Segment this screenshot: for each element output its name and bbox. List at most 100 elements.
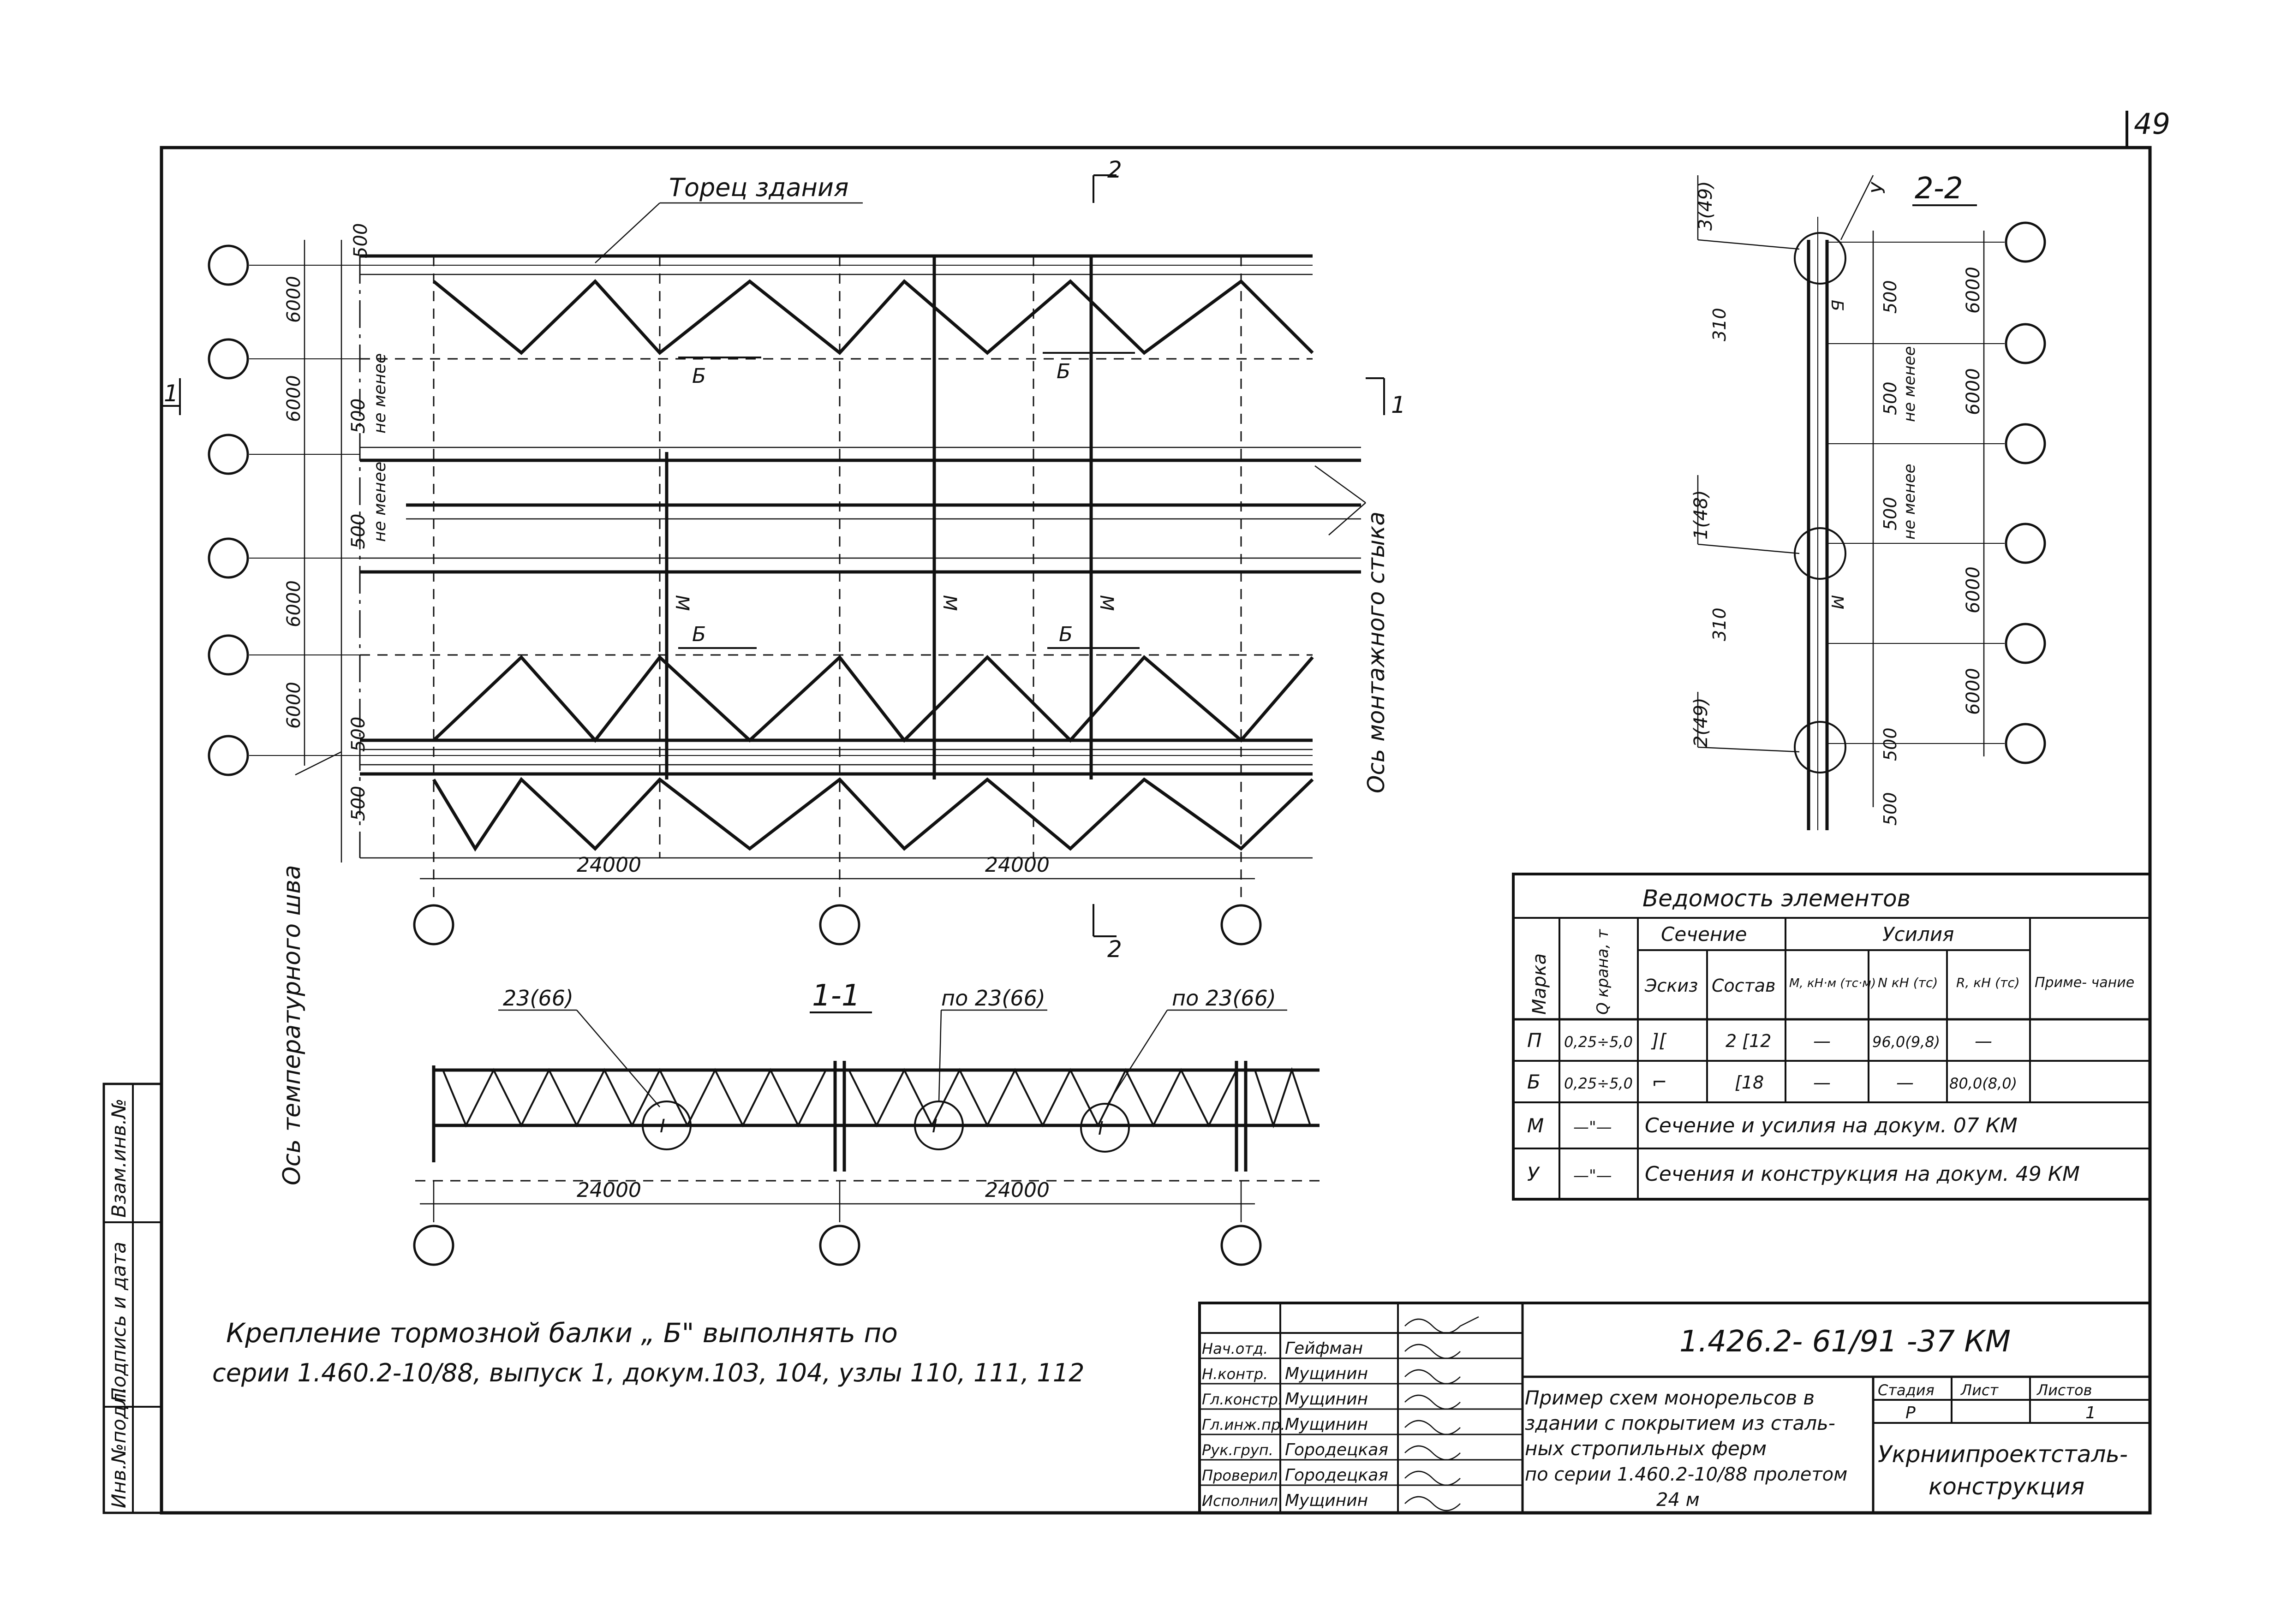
not-less-1: не менее: [370, 353, 389, 434]
beam-mark-3: Б: [692, 623, 706, 646]
section-2-top: 2: [1107, 156, 1122, 183]
s22-dim-6000-4: 6000: [1963, 668, 1984, 715]
callout-label-3: по 23(66): [1172, 986, 1276, 1011]
s22-dim-6000-2: 6000: [1963, 368, 1984, 415]
dim-6000-4: 6000: [283, 682, 305, 729]
brake-beam-marks: Б Б Б Б: [678, 352, 1140, 649]
hdr-mark: Марка: [1529, 953, 1550, 1015]
plan-bottom-dimension: 24000 24000: [420, 853, 1255, 880]
stamp-role-7: Исполнил: [1202, 1492, 1278, 1510]
row2-q: 0,25÷5,0: [1564, 1075, 1633, 1092]
s22-not-less-2: не менее: [1900, 464, 1919, 540]
row1-comp: 2 [12: [1726, 1031, 1771, 1051]
title-line-4: по серии 1.460.2-10/88 пролетом: [1525, 1464, 1847, 1485]
schedule-title: Ведомость элементов: [1642, 885, 1911, 912]
svg-text:I: I: [932, 1116, 938, 1137]
stamp-role-6: Проверил: [1202, 1467, 1278, 1484]
beam-mark-1: Б: [692, 364, 706, 388]
row4-text: Сечения и конструкция на докум. 49 КМ: [1645, 1162, 2080, 1186]
stamp-role-2: Н.контр.: [1202, 1365, 1268, 1383]
section-2-2-title: 2-2: [1915, 172, 1963, 206]
expansion-joint-axis-label: Ось температурного шва: [278, 865, 306, 1185]
s22-mark-B: Б: [1827, 300, 1846, 311]
dim-500-3: 500: [348, 514, 369, 549]
side-stamp-inv: Инв.№подл.: [107, 1387, 130, 1508]
row2-sketch: ⌐: [1652, 1072, 1667, 1093]
row4-mark: У: [1527, 1163, 1540, 1185]
dim-500-bottom: 500: [348, 786, 369, 821]
title-line-2: здании с покрытием из сталь-: [1525, 1412, 1835, 1434]
sheets-label: Листов: [2036, 1381, 2092, 1399]
section-2-2: 2-2 3(49) У 1(48) 2(49): [1690, 172, 2046, 830]
lower-truss-diagonals: [432, 654, 1314, 852]
title-line-3: ных стропильных ферм: [1525, 1437, 1767, 1460]
stamp-role-1: Нач.отд.: [1202, 1340, 1268, 1357]
stamp-name-4: Мущинин: [1285, 1415, 1368, 1434]
node-2-label: 2(49): [1690, 697, 1712, 747]
plan-dimension-chain: 500 6000 6000 500 не менее не менее 500 …: [283, 223, 389, 863]
sheet-label: Лист: [1960, 1381, 1999, 1399]
node-U-label: У: [1868, 181, 1889, 194]
s22-dim-500-5: 500: [1880, 792, 1900, 826]
erection-joint-axis-label: Ось монтажного стыка: [1363, 512, 1390, 793]
section-cut-markers: 2 2 1 1: [161, 156, 1406, 963]
s22-dim-500-2: 500: [1880, 381, 1900, 415]
not-less-2: не менее: [370, 462, 389, 542]
monorail-mark-3: М: [1096, 595, 1117, 611]
hdr-forces: Усилия: [1882, 923, 1954, 946]
section-1-1: 1-1 I I I 23(66) по 23(66) по 23(66): [413, 979, 1320, 1266]
plan-horizontal-lines: [249, 254, 1361, 859]
s22-not-less-1: не менее: [1900, 346, 1919, 422]
dim-500-2: 500: [348, 399, 369, 434]
stamp-name-7: Мущинин: [1285, 1491, 1368, 1510]
hdr-m: M, кН·м (тс·м): [1789, 976, 1876, 990]
title-line-5: 24 м: [1656, 1489, 1700, 1511]
side-stamp-sign: Подпись и дата: [107, 1242, 130, 1402]
side-stamp-replace: Взам.инв.№: [107, 1099, 130, 1218]
grid-axis-markers-bottom: [413, 904, 1262, 946]
stamp-role-5: Рук.груп.: [1202, 1441, 1273, 1459]
s22-dim-500-3: 500: [1880, 497, 1900, 530]
dim-500-4: 500: [348, 717, 369, 752]
s22-dim-310-1: 310: [1709, 308, 1730, 341]
title-block: Нач.отд. Гейфман Н.контр. Мущинин Гл.кон…: [1198, 1302, 2151, 1514]
svg-text:I: I: [660, 1116, 665, 1137]
stage-label: Стадия: [1878, 1381, 1935, 1399]
callout-label-1: 23(66): [503, 986, 573, 1011]
row2-m: —: [1813, 1072, 1831, 1093]
section-1-1-title: 1-1: [812, 979, 860, 1013]
dim-24000-left: 24000: [577, 853, 641, 877]
upper-truss-diagonals: [432, 279, 1314, 355]
stamp-name-3: Мущинин: [1285, 1390, 1368, 1409]
hdr-r: R, кН (тс): [1956, 975, 2020, 990]
node-2-circle: [1794, 721, 1846, 773]
attachment-note: Крепление тормозной балки „ Б" выполнять…: [212, 1317, 1084, 1387]
section-1-left: 1: [164, 380, 179, 407]
hdr-n: N кН (тс): [1878, 975, 1938, 990]
beam-mark-2: Б: [1057, 360, 1070, 383]
row1-r: —: [1975, 1031, 1992, 1051]
note-line-1: Крепление тормозной балки „ Б" выполнять…: [226, 1317, 898, 1349]
callout-circle-3: [1080, 1103, 1130, 1153]
section-1-right: 1: [1391, 392, 1406, 418]
signatures: [1404, 1316, 1479, 1511]
stamp-name-6: Городецкая: [1285, 1466, 1388, 1485]
grid-axis-markers-left: [208, 244, 249, 776]
s22-dim-6000-3: 6000: [1963, 566, 1984, 613]
s22-dim-500-4: 500: [1880, 727, 1900, 761]
s22-dim-500-1: 500: [1880, 280, 1900, 314]
callout-circle-1: [642, 1101, 692, 1150]
row2-r: 80,0(8,0): [1949, 1075, 2017, 1092]
dim-6000-1: 6000: [283, 276, 305, 323]
row2-comp: [18: [1735, 1072, 1764, 1093]
doc-code: 1.426.2- 61/91 -37 КМ: [1679, 1325, 2011, 1359]
row1-sketch: ][: [1651, 1030, 1667, 1052]
row3-q: —"—: [1573, 1118, 1612, 1136]
hdr-sketch: Эскиз: [1644, 976, 1698, 996]
dim-24000-right: 24000: [985, 853, 1050, 877]
hdr-section: Сечение: [1661, 923, 1747, 946]
beam-mark-4: Б: [1059, 623, 1073, 646]
s22-dim-310-2: 310: [1709, 607, 1730, 641]
row3-mark: М: [1527, 1114, 1544, 1137]
